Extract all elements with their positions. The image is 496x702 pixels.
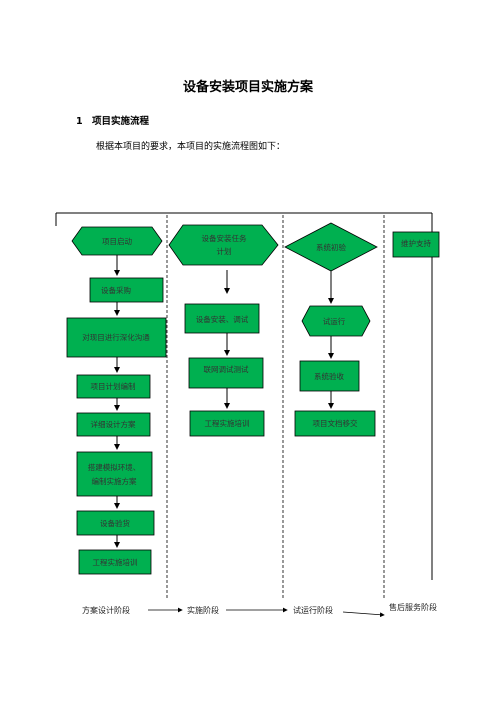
node-start-label: 项目启动 [102,236,132,246]
node-simulation [76,451,153,497]
node-training-2 [189,410,265,437]
node-maintenance [392,231,440,258]
node-purchase-label: 设备采购 [101,285,131,295]
node-communication [66,317,167,358]
stage-label-3: 试运行阶段 [293,605,333,615]
node-doc-handover-label: 项目文档移交 [313,418,358,428]
node-training-1 [78,549,152,575]
node-acceptance [76,510,155,536]
node-maintenance-label: 维护支持 [401,238,431,248]
node-initial-check-label: 系统初验 [316,242,346,252]
section-heading: 1 项目实施流程 [76,113,149,127]
node-trial-run [301,305,371,337]
stage-label-4: 售后服务阶段 [389,602,437,612]
section-title: 项目实施流程 [91,116,149,127]
node-plan [76,374,151,399]
node-design-label: 详细设计方案 [91,419,136,429]
section-number: 1 [76,116,83,127]
node-plan-label: 项目计划编制 [91,381,136,391]
node-doc-handover [294,410,376,437]
node-training-1-label: 工程实施培训 [93,557,138,567]
node-install-debug [184,303,260,334]
node-install-task [168,224,279,266]
node-network-test-label: 联网调试测试 [204,364,249,374]
node-network-test [188,357,264,389]
intro-text: 根据本项目的要求，本项目的实施流程图如下： [96,142,286,152]
node-design [76,412,151,437]
stage-label-1: 方案设计阶段 [82,605,130,615]
node-start [71,226,163,256]
node-purchase [89,277,164,303]
node-training-2-label: 工程实施培训 [205,418,250,428]
node-simulation-label-2: 编制实施方案 [92,476,137,486]
node-install-task-label-1: 设备安装任务 [202,233,247,243]
node-communication-label: 对现目进行深化沟通 [82,332,150,342]
node-trial-run-label: 试运行 [323,316,346,326]
node-simulation-label-1: 搭建模拟环境、 [88,462,141,472]
node-install-task-label-2: 计划 [217,246,232,256]
node-system-acceptance-label: 系统验收 [314,371,344,381]
stage-label-2: 实施阶段 [187,605,219,615]
page-title: 设备安装项目实施方案 [182,80,313,95]
node-install-debug-label: 设备安装、调试 [196,314,249,324]
node-system-acceptance [299,360,360,392]
node-acceptance-label: 设备验货 [100,518,130,528]
